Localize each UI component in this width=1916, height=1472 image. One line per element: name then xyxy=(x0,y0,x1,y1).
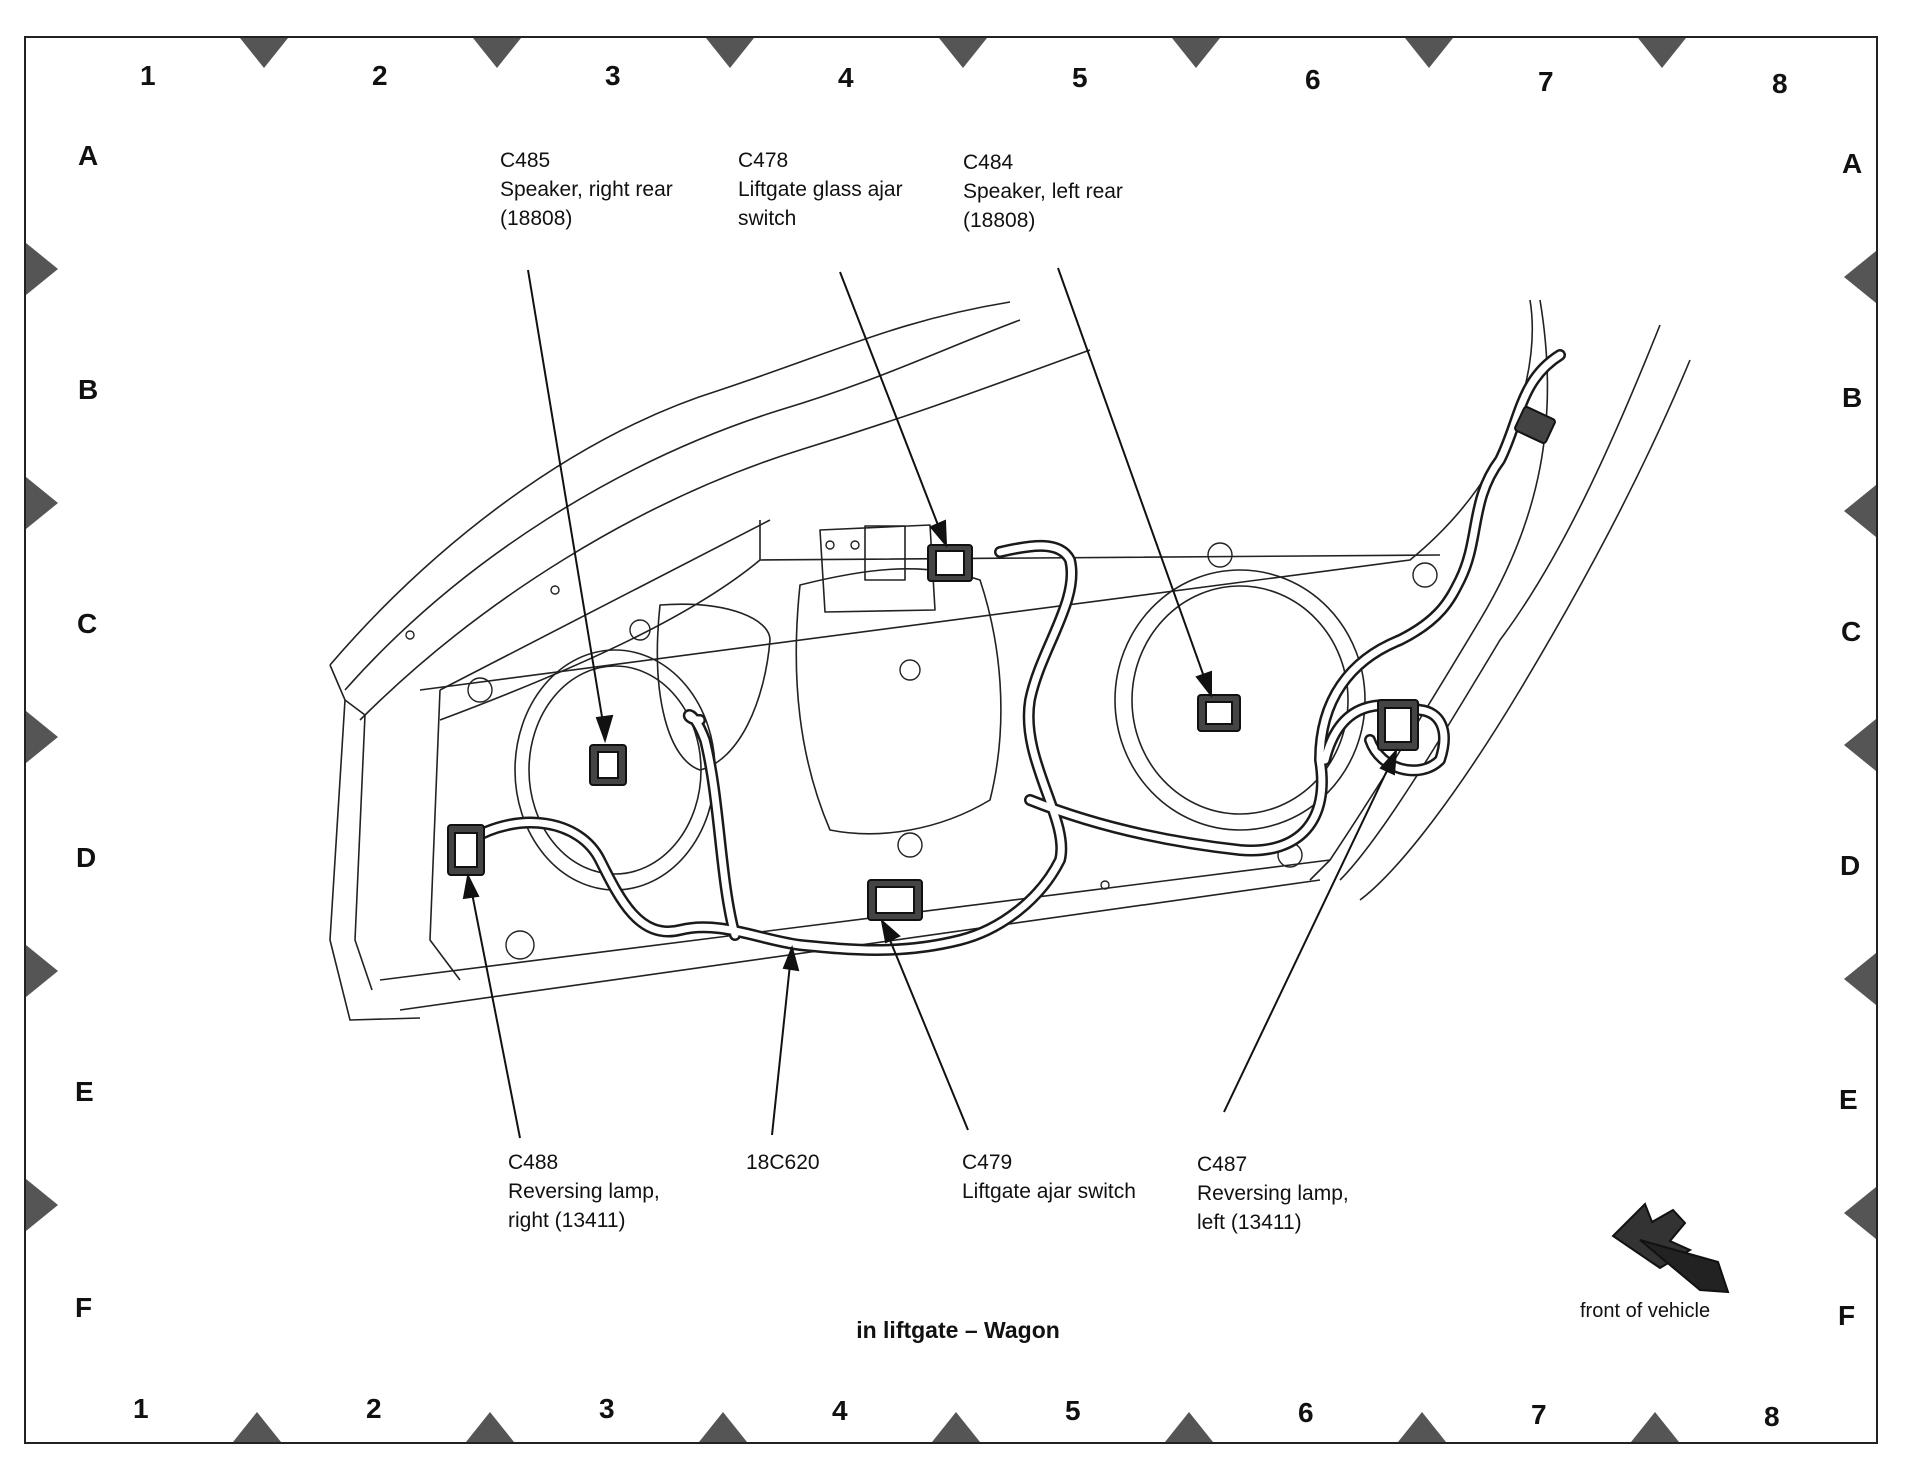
callout-c485-line2: (18808) xyxy=(500,207,573,230)
grid-col-bottom-3: 3 xyxy=(599,1393,615,1424)
callout-c479-code: C479 xyxy=(962,1151,1013,1174)
grid-col-top-5: 5 xyxy=(1072,62,1088,93)
diagram-frame xyxy=(24,36,1878,1444)
callout-c484-line1: Speaker, left rear xyxy=(963,180,1123,203)
grid-col-bottom-1: 1 xyxy=(133,1393,149,1424)
grid-row-right-d: D xyxy=(1840,850,1861,881)
callout-c488-line1: Reversing lamp, xyxy=(508,1180,660,1203)
callout-c485-line1: Speaker, right rear xyxy=(500,178,673,201)
leader-lines xyxy=(462,267,1398,1139)
grid-row-left-c: C xyxy=(77,608,98,639)
grid-col-top-1: 1 xyxy=(140,60,156,91)
grid-col-top-2: 2 xyxy=(372,60,388,91)
callout-c487: C487 Reversing lamp, left (13411) xyxy=(1197,1150,1349,1237)
speaker-left-rear-outline xyxy=(1114,569,1366,831)
callout-18c620: 18C620 xyxy=(746,1148,820,1177)
callout-c484-code: C484 xyxy=(963,151,1014,174)
callout-c484-line2: (18808) xyxy=(963,209,1036,232)
grid-row-left-e: E xyxy=(75,1076,94,1107)
grid-row-left-f: F xyxy=(75,1292,93,1323)
frame-border-markers xyxy=(26,38,1876,1442)
callout-c488-code: C488 xyxy=(508,1151,559,1174)
grid-col-top-8: 8 xyxy=(1772,68,1788,99)
callout-18c620-code: 18C620 xyxy=(746,1151,820,1174)
grid-row-right-e: E xyxy=(1839,1084,1858,1115)
grid-row-right-b: B xyxy=(1842,382,1863,413)
callout-c478-line1: Liftgate glass ajar xyxy=(738,178,903,201)
grid-row-left-d: D xyxy=(76,842,97,873)
grid-row-right-c: C xyxy=(1841,616,1862,647)
callout-c487-code: C487 xyxy=(1197,1153,1248,1176)
grid-col-top-6: 6 xyxy=(1305,64,1321,95)
callout-c487-line1: Reversing lamp, xyxy=(1197,1182,1349,1205)
mounting-holes xyxy=(405,540,1438,960)
connector-c484 xyxy=(1197,694,1241,732)
upper-connector xyxy=(1514,406,1556,444)
callout-c479: C479 Liftgate ajar switch xyxy=(962,1148,1136,1206)
connector-c479 xyxy=(867,879,923,921)
callout-c488-line2: right (13411) xyxy=(508,1209,626,1232)
grid-col-bottom-7: 7 xyxy=(1531,1399,1547,1430)
callout-c485: C485 Speaker, right rear (18808) xyxy=(500,146,673,233)
grid-row-right-a: A xyxy=(1842,148,1863,179)
diagram-caption: in liftgate – Wagon xyxy=(856,1317,1060,1343)
callout-c484: C484 Speaker, left rear (18808) xyxy=(963,148,1123,235)
callout-c478: C478 Liftgate glass ajar switch xyxy=(738,146,903,233)
grid-col-top-4: 4 xyxy=(838,62,854,93)
grid-col-bottom-6: 6 xyxy=(1298,1397,1314,1428)
wiring-harness-inner xyxy=(466,351,1564,954)
connector-c478 xyxy=(927,544,973,582)
connector-c488 xyxy=(447,824,485,876)
grid-col-top-3: 3 xyxy=(605,60,621,91)
grid-col-bottom-4: 4 xyxy=(832,1395,848,1426)
callout-c478-line2: switch xyxy=(738,207,797,230)
grid-col-top-7: 7 xyxy=(1538,66,1554,97)
callout-c478-code: C478 xyxy=(738,149,789,172)
grid-row-right-f: F xyxy=(1838,1300,1856,1331)
grid-col-bottom-8: 8 xyxy=(1764,1401,1780,1432)
callout-c487-line2: left (13411) xyxy=(1197,1211,1302,1234)
grid-col-bottom-2: 2 xyxy=(366,1393,382,1424)
grid-col-bottom-5: 5 xyxy=(1065,1395,1081,1426)
callout-c479-line1: Liftgate ajar switch xyxy=(962,1180,1136,1203)
front-of-vehicle-label: front of vehicle xyxy=(1580,1300,1711,1322)
grid-row-left-b: B xyxy=(78,374,99,405)
connector-c487 xyxy=(1377,699,1419,751)
front-of-vehicle-arrow-icon xyxy=(1611,1202,1730,1294)
connector-c485 xyxy=(589,744,627,786)
grid-row-left-a: A xyxy=(78,140,99,171)
callout-c485-code: C485 xyxy=(500,149,551,172)
callout-c488: C488 Reversing lamp, right (13411) xyxy=(508,1148,660,1235)
